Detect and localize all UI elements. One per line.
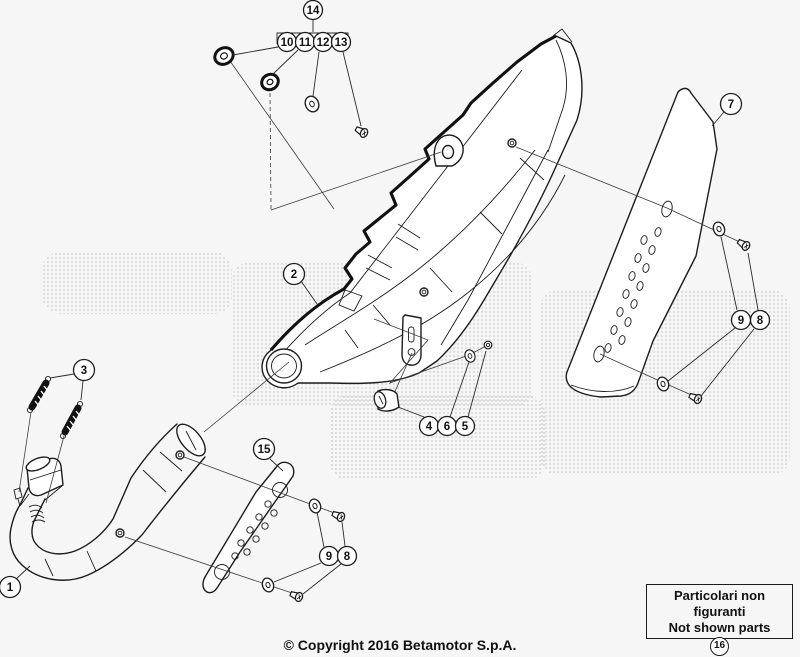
callout-1[interactable]: 1: [0, 575, 22, 599]
callout-10[interactable]: 10: [276, 31, 298, 53]
svg-text:6: 6: [444, 421, 450, 433]
screw: [353, 123, 370, 140]
heat-shield: [565, 87, 718, 398]
svg-text:1: 1: [7, 582, 14, 594]
callout-6[interactable]: 6: [436, 415, 458, 437]
svg-text:3: 3: [81, 365, 87, 377]
svg-text:14: 14: [307, 5, 320, 17]
callout-2[interactable]: 2: [282, 262, 306, 286]
muffler-silencer: [261, 28, 583, 389]
svg-text:10: 10: [281, 37, 294, 49]
callout-4[interactable]: 4: [418, 415, 440, 437]
screw: [735, 236, 752, 253]
muffler-hanger-bracket: [401, 314, 422, 366]
legend-line-italian: Particolari non figuranti: [673, 588, 766, 619]
svg-text:13: 13: [335, 37, 348, 49]
washer: [304, 95, 320, 113]
svg-text:4: 4: [426, 421, 433, 433]
nut: [483, 340, 493, 350]
exhaust-springs: [26, 375, 84, 440]
svg-text:8: 8: [344, 551, 351, 563]
spacer-bushing: [373, 388, 400, 412]
svg-text:11: 11: [299, 37, 312, 49]
grommet: [213, 46, 235, 66]
screw: [330, 508, 347, 524]
callout-leader-lines: [14, 20, 759, 595]
washer: [306, 496, 324, 516]
callout-9-bottom[interactable]: 9: [318, 545, 340, 567]
callout-7[interactable]: 7: [719, 92, 743, 116]
callout-16[interactable]: 16: [710, 637, 729, 656]
muffler-mount-tab: [433, 134, 464, 167]
svg-text:15: 15: [258, 444, 271, 456]
watermark-dots: [330, 395, 545, 480]
bracket-plate: [202, 461, 295, 594]
copyright-text: © Copyright 2016 Betamotor S.p.A.: [283, 637, 517, 653]
callout-3[interactable]: 3: [72, 358, 96, 382]
callout-8-right[interactable]: 8: [749, 309, 771, 331]
callout-12[interactable]: 12: [312, 31, 334, 53]
svg-text:9: 9: [738, 315, 744, 327]
heat-shield-vent-holes: [604, 227, 662, 353]
svg-text:5: 5: [462, 421, 469, 433]
svg-text:12: 12: [317, 37, 330, 49]
not-shown-parts-box: Particolari non figuranti Not shown part…: [646, 584, 793, 656]
svg-text:9: 9: [326, 551, 332, 563]
callout-15[interactable]: 15: [252, 437, 276, 461]
bushing: [260, 72, 280, 92]
legend-line-english: Not shown parts: [668, 620, 771, 635]
watermark-dots: [42, 252, 232, 314]
washer: [259, 575, 277, 595]
washer: [462, 347, 478, 365]
callout-13[interactable]: 13: [330, 31, 352, 53]
callout-8-bottom[interactable]: 8: [336, 545, 358, 567]
callout-9-right[interactable]: 9: [730, 309, 752, 331]
bracket-plate-holes: [231, 500, 278, 560]
svg-text:2: 2: [291, 269, 297, 281]
callout-5[interactable]: 5: [454, 415, 476, 437]
svg-text:7: 7: [728, 99, 734, 111]
callout-14[interactable]: 14: [302, 0, 324, 21]
exhaust-header-pipe: [9, 423, 206, 581]
callout-11[interactable]: 11: [294, 31, 316, 53]
svg-text:8: 8: [757, 315, 764, 327]
washer: [654, 374, 672, 394]
screw: [687, 390, 704, 406]
screw: [288, 588, 305, 604]
